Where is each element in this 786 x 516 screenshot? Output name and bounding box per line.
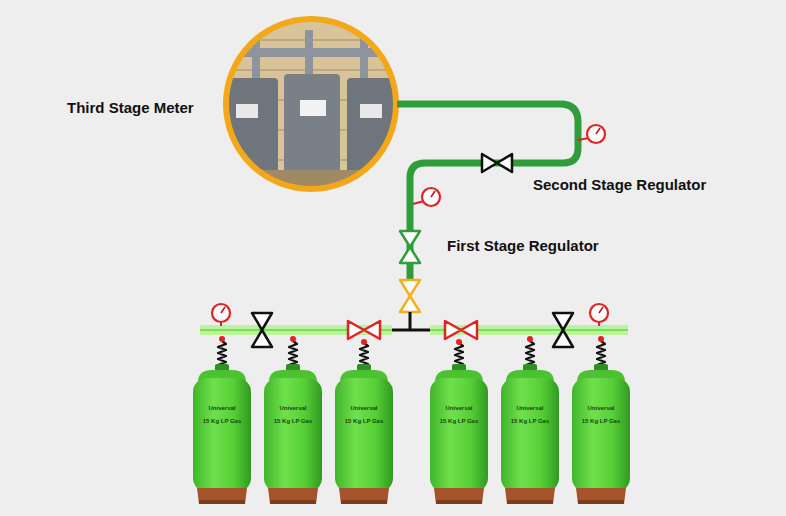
- cylinder-capacity: 15 Kg LP Gas: [203, 418, 242, 425]
- cylinder-capacity-text: 15 Kg LP Gas: [274, 418, 313, 424]
- stage-label-text: Second Stage Regulator: [533, 176, 706, 193]
- cylinder-capacity-text: 15 Kg LP Gas: [203, 418, 242, 424]
- stage-label-text: Third Stage Meter: [67, 99, 194, 116]
- stage-label-text: First Stage Regulator: [447, 237, 599, 254]
- cylinder-capacity-text: 15 Kg LP Gas: [582, 418, 621, 424]
- cylinder-capacity: 15 Kg LP Gas: [440, 418, 479, 425]
- cylinder-brand-text: Universal: [587, 405, 614, 411]
- cylinder-brand-text: Universal: [350, 405, 377, 411]
- cylinder-brand: Universal: [445, 405, 472, 412]
- cylinder-brand-text: Universal: [516, 405, 543, 411]
- cylinder-brand: Universal: [587, 405, 614, 412]
- cylinder-capacity-text: 15 Kg LP Gas: [440, 418, 479, 424]
- cylinder-brand: Universal: [350, 405, 377, 412]
- stage-label: Third Stage Meter: [67, 99, 194, 117]
- stage-label: First Stage Regulator: [447, 237, 599, 255]
- cylinder-brand: Universal: [208, 405, 235, 412]
- cylinder-brand-text: Universal: [445, 405, 472, 411]
- stage-label: Second Stage Regulator: [533, 176, 706, 194]
- cylinder-capacity: 15 Kg LP Gas: [511, 418, 550, 425]
- cylinder-capacity-text: 15 Kg LP Gas: [511, 418, 550, 424]
- cylinder-brand: Universal: [516, 405, 543, 412]
- cylinder-capacity: 15 Kg LP Gas: [345, 418, 384, 425]
- cylinder-brand-text: Universal: [208, 405, 235, 411]
- cylinder-brand-text: Universal: [279, 405, 306, 411]
- cylinder-capacity-text: 15 Kg LP Gas: [345, 418, 384, 424]
- cylinder-brand: Universal: [279, 405, 306, 412]
- cylinder-capacity: 15 Kg LP Gas: [582, 418, 621, 425]
- cylinder-capacity: 15 Kg LP Gas: [274, 418, 313, 425]
